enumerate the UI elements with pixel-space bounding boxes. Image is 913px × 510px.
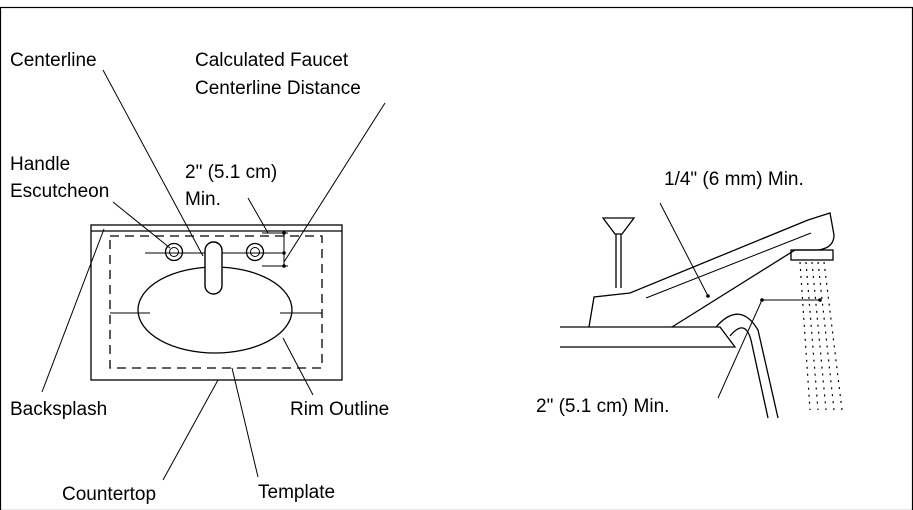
leader-countertop (162, 379, 219, 481)
template-outline (109, 235, 323, 369)
diagram-frame (0, 6, 913, 510)
left-handle-escutcheon (164, 242, 184, 262)
dimension-dot-2 (282, 251, 286, 255)
leader-two-inch (247, 197, 269, 234)
water-spray-1 (799, 261, 811, 411)
label-handle-line1: Handle (10, 154, 70, 175)
countertop-outline (90, 224, 343, 381)
label-quarter-inch-min: 1/4" (6 mm) Min. (664, 169, 804, 190)
faucet-body (588, 212, 835, 328)
label-centerline: Centerline (10, 50, 97, 71)
right-handle-escutcheon (245, 242, 265, 262)
label-two-inch-line2: Min. (185, 189, 221, 210)
side-dimension-dot-2 (818, 298, 822, 302)
sink-top-view (90, 224, 343, 381)
drain-pipe-outer (715, 313, 779, 419)
water-spray-3 (811, 261, 827, 411)
label-rim-outline: Rim Outline (290, 399, 389, 420)
label-backsplash: Backsplash (10, 399, 107, 420)
left-handle-inner (169, 247, 179, 257)
leader-calculated-distance (283, 102, 386, 263)
dimension-dot-3 (282, 264, 286, 268)
label-two-inch-line1: 2" (5.1 cm) (185, 162, 277, 183)
water-spray-4 (817, 261, 835, 411)
spout-top-view (204, 241, 223, 295)
label-template: Template (258, 482, 335, 503)
faucet-side-view (560, 212, 843, 419)
label-countertop: Countertop (62, 484, 156, 505)
right-handle-inner (250, 247, 260, 257)
drain-pipe-inner (729, 327, 769, 419)
leader-backsplash (41, 228, 105, 393)
water-spray-5 (823, 261, 843, 411)
faucet-body-edge (645, 232, 812, 299)
label-calculated-line2: Centerline Distance (195, 78, 361, 99)
lift-rod-knob (601, 217, 636, 235)
right-leader-lines (659, 202, 763, 399)
water-spray-2 (805, 261, 819, 411)
label-calculated-line1: Calculated Faucet (195, 50, 349, 71)
label-two-inch-min: 2" (5.1 cm) Min. (536, 396, 669, 417)
leader-rim-outline (282, 337, 314, 396)
leader-quarter-inch (659, 202, 709, 297)
leader-two-inch-min (717, 299, 763, 399)
spout-aerator (790, 249, 834, 261)
leader-template (231, 367, 259, 478)
leader-handle-escutcheon (112, 201, 171, 249)
dimension-dot-1 (282, 231, 286, 235)
label-handle-line2: Escutcheon (10, 181, 109, 202)
counter-slab (560, 326, 737, 348)
leader-centerline (102, 69, 204, 257)
left-leader-lines (41, 69, 386, 481)
